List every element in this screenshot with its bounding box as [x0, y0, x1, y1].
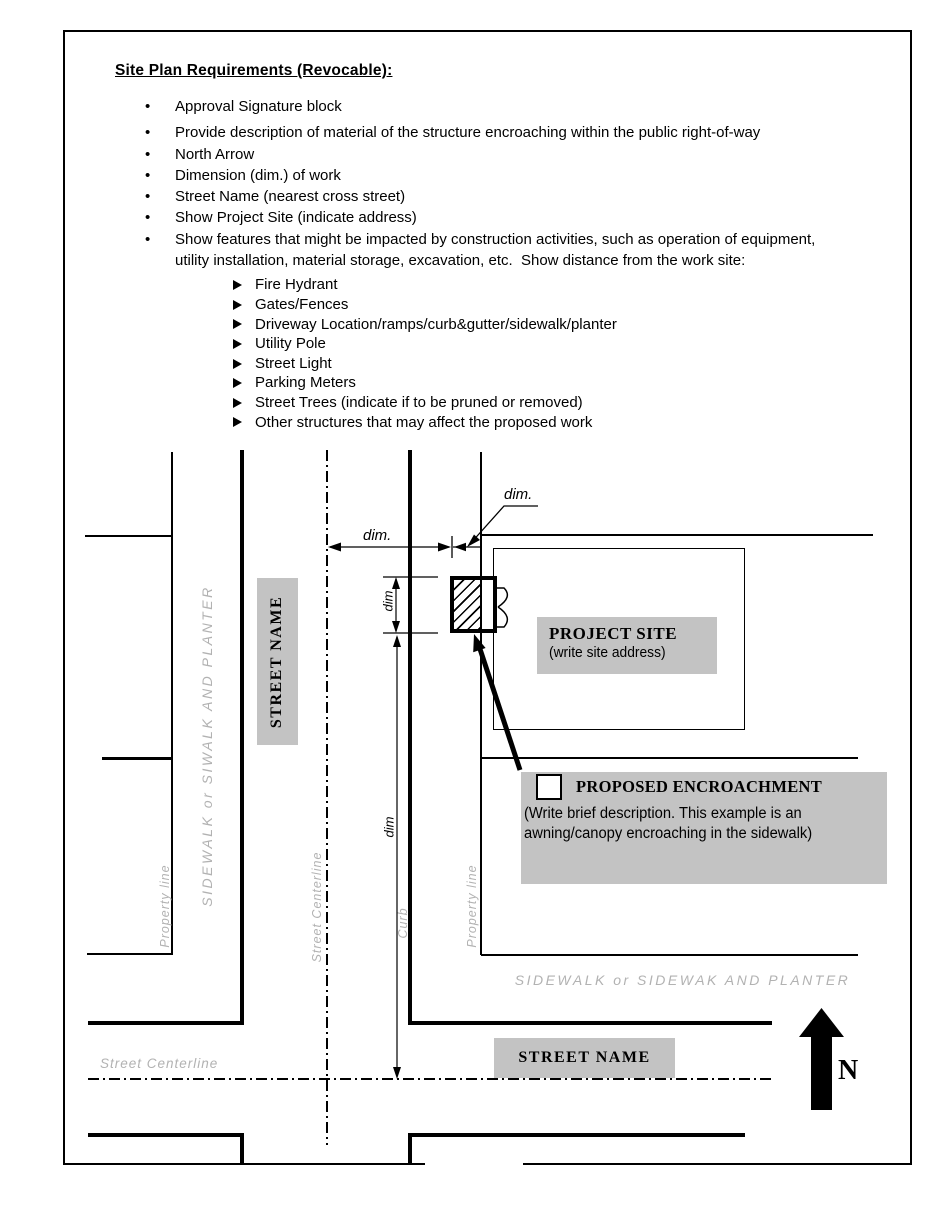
sidewalk-bottom-label: SIDEWALK or SIDEWAK AND PLANTER [514, 972, 851, 988]
list-item: •Approval Signature block [115, 96, 849, 117]
parcel-line-right-mid [481, 757, 858, 759]
parcel-line-left-top [85, 535, 172, 537]
property-line-left [171, 452, 173, 955]
curb-south-west [88, 1133, 244, 1137]
page-border-left [63, 30, 65, 1165]
page-title: Site Plan Requirements (Revocable): [115, 62, 393, 79]
bullet-icon: • [145, 124, 151, 142]
bullet-icon: • [145, 145, 151, 163]
parcel-line-right-bottom [481, 954, 858, 956]
page-border-bottom-left [63, 1163, 425, 1165]
parcel-line-left-mid [102, 757, 172, 760]
requirements-list: •Approval Signature block •Provide descr… [115, 96, 849, 271]
dim-arrow-left [328, 542, 341, 552]
curb-south-east-return [408, 1133, 412, 1164]
bullet-icon: • [145, 166, 151, 184]
dim-long-arrow-up [393, 635, 401, 647]
project-site-label: PROJECT SITE (write site address) [537, 617, 717, 674]
requirements-section: Site Plan Requirements (Revocable): •App… [115, 62, 849, 432]
north-label: N [838, 1055, 859, 1086]
dim-arrow-sidewalk [454, 542, 466, 552]
curb-north-east [408, 1021, 772, 1025]
north-arrow-shaft [811, 1035, 832, 1110]
curb-south-east [408, 1133, 745, 1137]
list-item: •Show features that might be impacted by… [115, 229, 849, 272]
page-border-right [910, 30, 912, 1165]
arrow-bullet-icon [233, 275, 255, 295]
dim-arrow-down [392, 621, 400, 633]
encroachment-box [450, 576, 497, 633]
street-name-label-vertical: STREET NAME [257, 578, 298, 745]
dim-horizontal-label: dim. [363, 527, 392, 544]
parcel-line-left-bottom [87, 953, 172, 955]
work-site-sublist: Fire Hydrant Gates/Fences Driveway Locat… [115, 275, 849, 432]
curb-south-west-return [240, 1133, 244, 1164]
street-centerline-vertical [326, 450, 328, 1145]
legend-description: (Write brief description. This example i… [524, 805, 813, 842]
encroachment-hatch [454, 580, 480, 629]
page-border-top [63, 30, 912, 32]
dim-sidewalk-label: dim. [504, 486, 533, 503]
list-item: Utility Pole [115, 334, 849, 354]
project-site-title: PROJECT SITE [549, 624, 678, 643]
north-arrow-icon [799, 1008, 844, 1037]
bullet-icon: • [145, 188, 151, 206]
project-site-outline [493, 548, 745, 730]
bullet-icon: • [145, 98, 151, 115]
curb-north-west [88, 1021, 244, 1025]
list-item: Fire Hydrant [115, 275, 849, 295]
list-item: •North Arrow [115, 144, 849, 165]
encroachment-legend: PROPOSED ENCROACHMENT (Write brief descr… [521, 772, 887, 884]
list-item: Other structures that may affect the pro… [115, 413, 849, 433]
street-name-label-horizontal: STREET NAME [494, 1038, 675, 1078]
list-item: •Dimension (dim.) of work [115, 165, 849, 186]
parcel-line-right-top [481, 534, 873, 536]
dim-arrow-right [438, 542, 451, 552]
arrow-bullet-icon [233, 354, 255, 374]
street-centerline-horizontal [88, 1078, 772, 1080]
list-item: Street Trees (indicate if to be pruned o… [115, 393, 849, 413]
arrow-bullet-icon [233, 393, 255, 413]
list-item: Parking Meters [115, 373, 849, 393]
list-item: Gates/Fences [115, 295, 849, 315]
list-item: •Street Name (nearest cross street) [115, 186, 849, 207]
arrow-bullet-icon [233, 295, 255, 315]
list-item: •Provide description of material of the … [115, 122, 849, 143]
arrow-bullet-icon [233, 373, 255, 393]
list-item: •Show Project Site (indicate address) [115, 207, 849, 228]
bullet-icon: • [145, 230, 151, 248]
arrow-bullet-icon [233, 315, 255, 335]
legend-title: PROPOSED ENCROACHMENT [576, 777, 823, 796]
curb-east-vertical [408, 450, 412, 1025]
hatch-swatch-icon [536, 774, 562, 800]
dim-arrow-up [392, 577, 400, 589]
curb-west-vertical [240, 450, 244, 1025]
list-item: Street Light [115, 354, 849, 374]
property-line-right [480, 452, 482, 955]
page-border-bottom-right [523, 1163, 912, 1165]
arrow-bullet-icon [233, 413, 255, 433]
project-site-subtitle: (write site address) [549, 644, 666, 661]
list-item: Driveway Location/ramps/curb&gutter/side… [115, 315, 849, 335]
arrow-bullet-icon [233, 334, 255, 354]
street-centerline-horizontal-label: Street Centerline [100, 1056, 219, 1071]
bullet-icon: • [145, 209, 151, 227]
dim-leader-arrow [467, 534, 480, 547]
